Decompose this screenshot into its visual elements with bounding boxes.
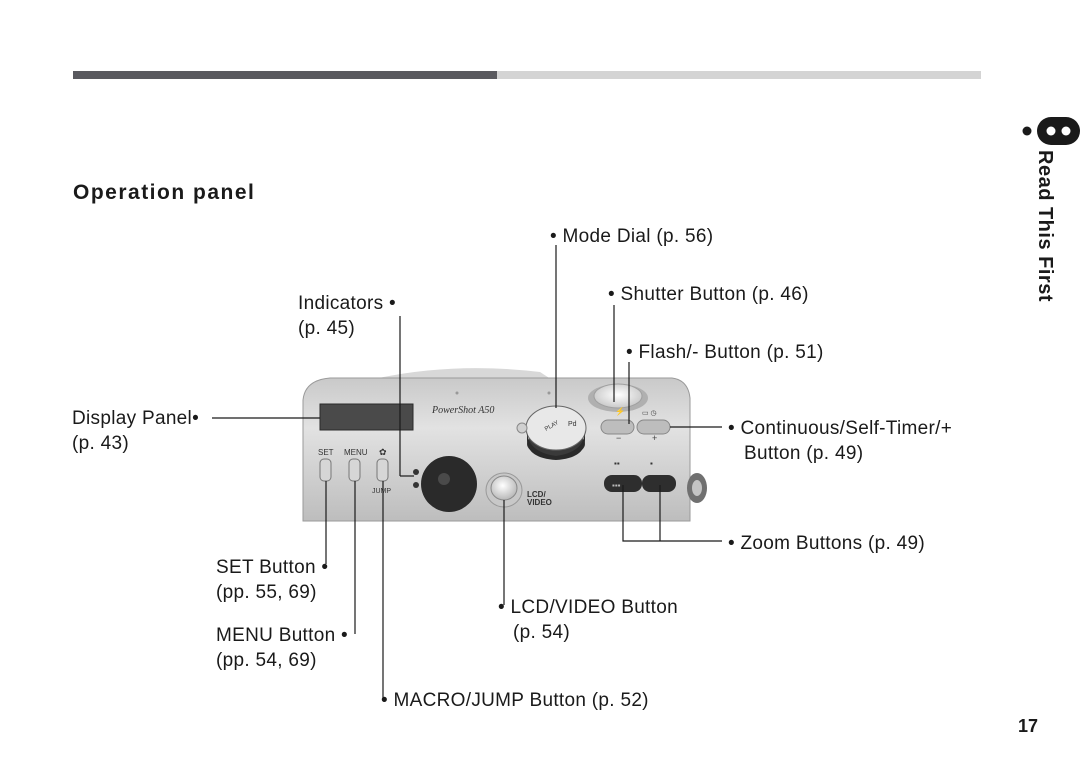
header-bar-light: [497, 71, 981, 79]
svg-text:+: +: [652, 433, 657, 443]
svg-text:▪▪▪: ▪▪▪: [612, 481, 621, 490]
brand-logo: PowerShot A50: [431, 405, 494, 416]
indicator-lamp: [413, 482, 419, 488]
zoom-tele-button[interactable]: [642, 475, 676, 492]
svg-text:Pd: Pd: [568, 421, 577, 428]
label-menu: MENU Button •: [216, 625, 348, 646]
label-menu-page: (pp. 54, 69): [216, 650, 317, 671]
video-text: VIDEO: [527, 498, 552, 507]
label-macro: • MACRO/JUMP Button (p. 52): [381, 690, 649, 711]
page-number: 17: [1018, 716, 1039, 736]
label-continuous: • Continuous/Self-Timer/+: [728, 418, 953, 439]
display-panel: [319, 403, 414, 431]
label-zoom: • Zoom Buttons (p. 49): [728, 533, 925, 554]
lcd-video-button[interactable]: [490, 475, 518, 501]
mode-dial[interactable]: [525, 405, 587, 451]
label-flash: • Flash/- Button (p. 51): [626, 342, 824, 363]
label-display-page: (p. 43): [72, 433, 130, 454]
label-set-page: (pp. 55, 69): [216, 582, 317, 603]
jump-text: JUMP: [372, 488, 391, 495]
section-tab-label: Read This First: [1034, 150, 1056, 302]
svg-text:▪▪: ▪▪: [614, 459, 620, 468]
label-lcd-page: (p. 54): [513, 622, 571, 643]
label-shutter: • Shutter Button (p. 46): [608, 284, 809, 305]
svg-text:▪: ▪: [650, 459, 653, 468]
lcd-text: LCD/: [527, 490, 546, 499]
set-text: SET: [318, 448, 334, 457]
label-mode-dial: • Mode Dial (p. 56): [550, 226, 714, 247]
set-button[interactable]: [319, 458, 332, 482]
shutter-button[interactable]: [593, 383, 643, 409]
macro-jump-button[interactable]: [376, 458, 389, 482]
svg-text:⚡: ⚡: [615, 406, 625, 416]
continuous-plus-button[interactable]: [636, 419, 671, 435]
label-indicators-page: (p. 45): [298, 318, 356, 339]
flash-minus-button[interactable]: [600, 419, 635, 435]
menu-button[interactable]: [348, 458, 361, 482]
label-indicators: Indicators •: [298, 293, 396, 314]
menu-text: MENU: [344, 448, 368, 457]
svg-text:▭ ◷: ▭ ◷: [642, 410, 657, 417]
section-tab-icon: [1022, 117, 1080, 145]
section-title: Operation panel: [73, 181, 256, 204]
header-bar-dark: [73, 71, 497, 79]
leader-lines: [212, 245, 722, 698]
label-lcd: • LCD/VIDEO Button: [498, 597, 678, 618]
indicator-lamp: [413, 469, 419, 475]
label-continuous-page: Button (p. 49): [744, 443, 864, 464]
label-display: Display Panel•: [72, 408, 200, 429]
label-set: SET Button •: [216, 557, 329, 578]
zoom-wide-button[interactable]: [604, 475, 642, 492]
macro-icon: ✿: [379, 447, 387, 457]
viewfinder: [421, 456, 477, 512]
svg-text:−: −: [616, 433, 621, 443]
